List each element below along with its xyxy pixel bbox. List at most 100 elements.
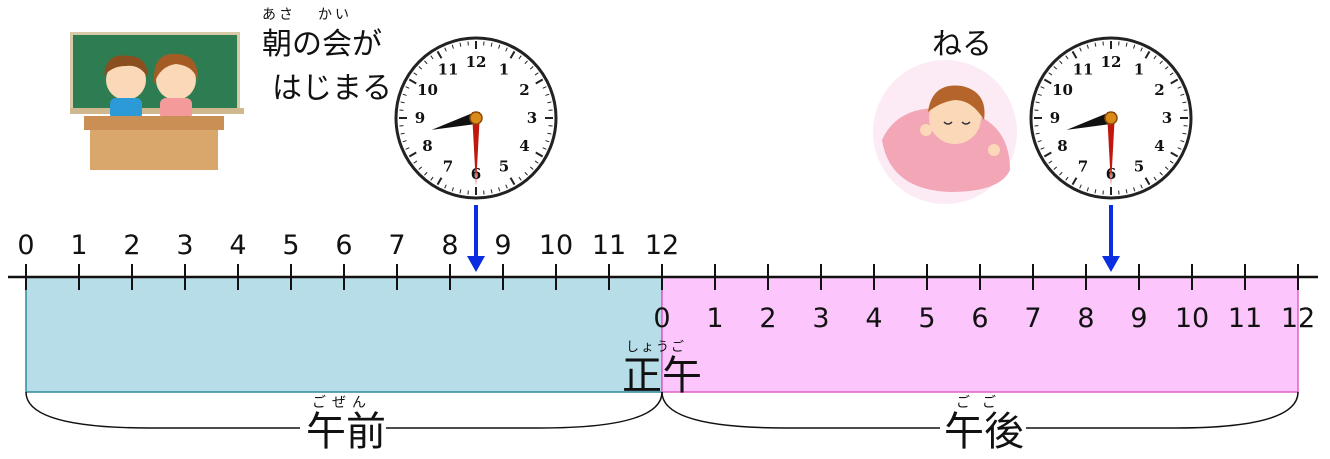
clock-tick — [1079, 184, 1082, 189]
clock-number: 2 — [519, 81, 529, 99]
clock-tick — [1079, 47, 1082, 52]
pm-tick-label: 9 — [1130, 303, 1148, 334]
clock-tick — [524, 171, 528, 176]
gozen-ruby: ごぜん — [312, 395, 372, 411]
sleep-event-label: ねる — [932, 27, 992, 62]
clock-tick — [1065, 55, 1069, 60]
clock-tick — [542, 86, 547, 89]
gogo-block — [661, 276, 1299, 393]
am-tick-label: 0 — [17, 230, 35, 261]
clock-tick — [498, 187, 501, 192]
clock-tick — [1170, 151, 1179, 158]
clock-tick — [490, 42, 493, 47]
clock-number: 9 — [415, 109, 425, 127]
clock-tick — [1170, 78, 1179, 85]
clock-tick — [542, 147, 547, 150]
clock-tick — [524, 60, 528, 65]
clock-tick — [1140, 184, 1143, 189]
clock-number: 11 — [438, 61, 459, 79]
clock-number: 10 — [417, 81, 438, 99]
am-tick-label: 4 — [229, 230, 247, 261]
clock-tick — [518, 55, 522, 60]
clock-tick — [459, 189, 462, 194]
pm-tick-label: 8 — [1077, 303, 1095, 334]
clock-tick — [1169, 160, 1174, 164]
pm-tick-label: 3 — [812, 303, 830, 334]
clock-number: 10 — [1052, 81, 1073, 99]
am-tick-label: 10 — [538, 230, 574, 261]
morning-event-line1: 朝の会が — [262, 27, 382, 62]
clock-number: 1 — [1134, 61, 1144, 79]
clock-center — [469, 111, 483, 125]
clock-tick — [1140, 47, 1143, 52]
clock-tick — [545, 140, 550, 143]
gogo-ruby: ごご — [956, 395, 1008, 411]
am-tick-label: 3 — [176, 230, 194, 261]
pm-tick-label: 6 — [971, 303, 989, 334]
clock-tick — [1164, 166, 1169, 170]
clock-tick — [413, 72, 418, 76]
clock-tick — [1180, 93, 1185, 96]
am-tick-label: 7 — [388, 230, 406, 261]
clock-tick — [408, 78, 417, 85]
clock-tick — [451, 187, 454, 192]
clock-number: 4 — [1154, 137, 1164, 155]
pm-tick-label: 10 — [1174, 303, 1210, 334]
arrow-bedtime — [1102, 205, 1120, 272]
clock-tick — [1182, 101, 1187, 104]
clock-tick — [534, 72, 539, 76]
clock-number: 4 — [519, 137, 529, 155]
clock-tick — [490, 189, 493, 194]
clock-tick — [534, 160, 539, 164]
clock-tick — [430, 55, 434, 60]
clock-number: 3 — [1162, 109, 1172, 127]
clock-tick — [1040, 147, 1045, 150]
clock-number: 5 — [499, 157, 509, 175]
clock-tick — [1043, 151, 1052, 158]
clock-tick — [1086, 44, 1089, 49]
am-tick-label: 5 — [282, 230, 300, 261]
clock-tick — [430, 176, 434, 181]
clock-number: 8 — [422, 137, 432, 155]
arrow-morning — [467, 205, 485, 272]
clock-tick — [1053, 166, 1058, 170]
clock-tick — [418, 166, 423, 170]
clock-number: 2 — [1154, 81, 1164, 99]
clock-number: 9 — [1050, 109, 1060, 127]
clock-tick — [1065, 176, 1069, 181]
clock-number: 7 — [443, 157, 453, 175]
gozen-label: 午前 — [306, 409, 386, 455]
shougo-label: 正午 — [622, 353, 702, 399]
clock-tick — [413, 160, 418, 164]
clock-tick — [1037, 93, 1042, 96]
number-line-ticks — [25, 264, 1299, 290]
clock-tick — [1048, 160, 1053, 164]
clock-tick — [1159, 60, 1163, 65]
clock-tick — [402, 140, 407, 143]
pm-tick-label: 2 — [759, 303, 777, 334]
clock-minute-hand — [472, 112, 480, 186]
clock-tick — [1035, 132, 1040, 135]
am-tick-label: 12 — [644, 230, 680, 261]
bedtime-clock: 121234567891011 — [1029, 36, 1193, 200]
clock-tick — [1144, 177, 1151, 186]
clock-hour-hand — [431, 112, 478, 130]
clock-tick — [405, 147, 410, 150]
ruby-kai: かい — [318, 7, 352, 23]
clock-tick — [1059, 60, 1063, 65]
clock-tick — [1125, 42, 1128, 47]
clock-number: 7 — [1078, 157, 1088, 175]
clock-tick — [1169, 72, 1174, 76]
clock-tick — [405, 86, 410, 89]
clock-tick — [1094, 189, 1097, 194]
pm-tick-label: 0 — [653, 303, 671, 334]
clock-tick — [1094, 42, 1097, 47]
clock-tick — [498, 44, 501, 49]
am-tick-label: 2 — [123, 230, 141, 261]
clock-number: 8 — [1057, 137, 1067, 155]
clock-tick — [505, 184, 508, 189]
clock-tick — [1159, 171, 1163, 176]
clock-tick — [400, 101, 405, 104]
am-tick-label: 6 — [335, 230, 353, 261]
clock-number: 12 — [1101, 53, 1122, 71]
